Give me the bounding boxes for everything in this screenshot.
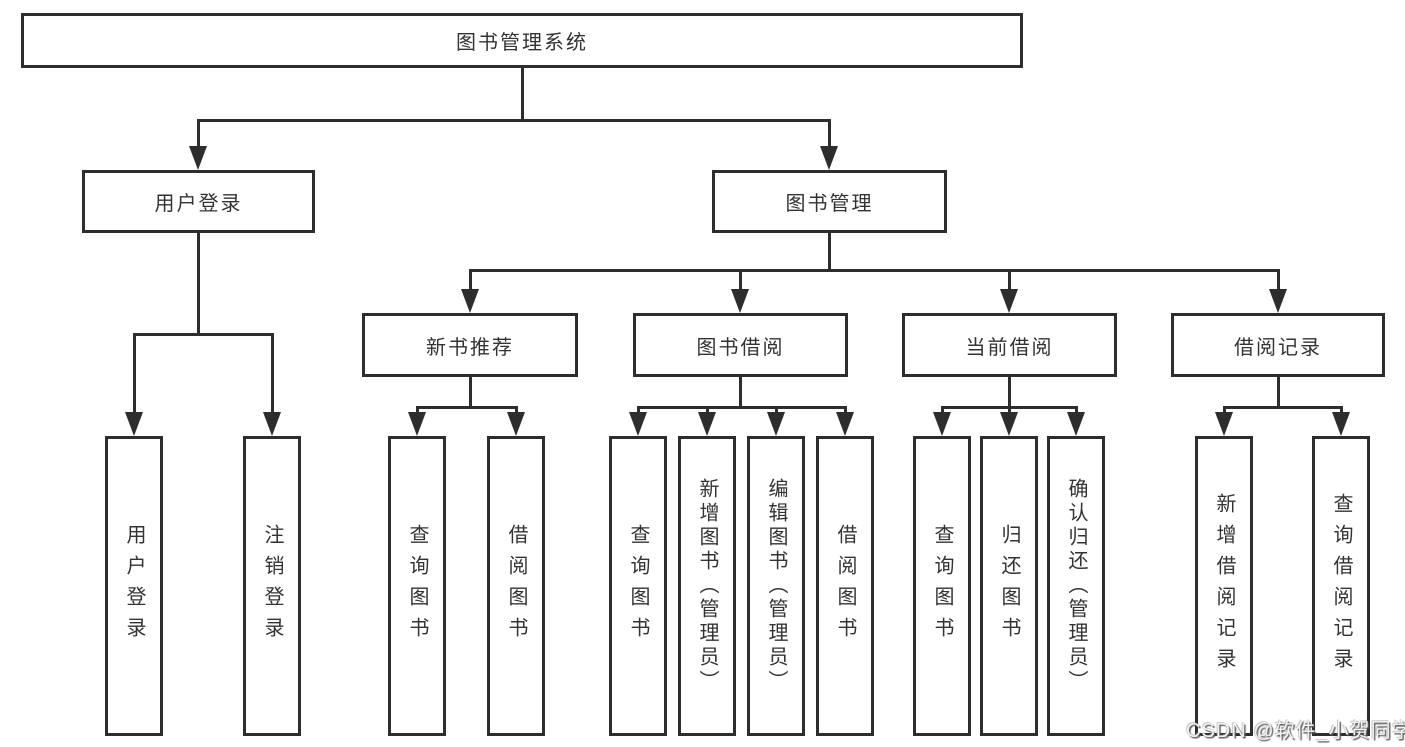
connector-new-book-split-arrow-1-icon: [507, 412, 525, 436]
connector-book-management-split-arrow-1-icon: [731, 289, 749, 313]
connector-book-borrowing-split-stem: [738, 377, 742, 409]
node-borrow-books-action: 借阅图书: [816, 436, 874, 736]
connector-current-borrowing-split-arrow-1-icon: [1000, 412, 1018, 436]
connector-current-borrowing-split-branch-2: [1074, 407, 1078, 414]
connector-new-book-split-bus: [415, 405, 518, 409]
connector-book-management-split-arrow-0-icon: [461, 289, 479, 313]
node-borrowing-records: 借阅记录: [1171, 313, 1385, 377]
connector-root-split-arrow-0-icon: [189, 146, 207, 170]
connector-new-book-split-branch-0: [415, 407, 419, 414]
connector-root-split-branch-1: [827, 120, 831, 148]
connector-root-split-arrow-1-icon: [820, 146, 838, 170]
node-book-management: 图书管理: [712, 170, 947, 233]
node-new-book-recommend: 新书推荐: [362, 313, 578, 377]
connector-book-management-split-arrow-2-icon: [1000, 289, 1018, 313]
connector-user-login-split-arrow-1-icon: [263, 412, 281, 436]
connector-new-book-split-stem: [468, 377, 472, 409]
connector-book-management-split-branch-0: [468, 270, 472, 291]
connector-book-borrowing-split-arrow-2-icon: [767, 412, 785, 436]
connector-book-borrowing-split-bus: [636, 405, 847, 409]
connector-borrowing-records-split-branch-1: [1339, 407, 1343, 414]
connector-book-borrowing-split-branch-3: [843, 407, 847, 414]
connector-root-split-bus: [196, 118, 831, 122]
connector-book-management-split-arrow-3-icon: [1269, 289, 1287, 313]
node-query-books-current: 查询图书: [913, 436, 971, 736]
connector-book-borrowing-split-branch-2: [774, 407, 778, 414]
connector-user-login-split-branch-1: [270, 334, 274, 414]
node-library-system: 图书管理系统: [21, 13, 1023, 68]
node-borrow-books-recommend: 借阅图书: [487, 436, 545, 736]
connector-current-borrowing-split-arrow-2-icon: [1067, 412, 1085, 436]
connector-book-management-split-branch-1: [738, 270, 742, 291]
node-edit-books-admin: 编辑图书（管理员）: [747, 436, 805, 736]
connector-new-book-split-branch-1: [514, 407, 518, 414]
connector-user-login-split-arrow-0-icon: [125, 412, 143, 436]
node-user-login-action: 用户登录: [105, 436, 163, 736]
connector-borrowing-records-split-arrow-1-icon: [1332, 412, 1350, 436]
connector-borrowing-records-split-stem: [1276, 377, 1280, 409]
connector-book-borrowing-split-arrow-3-icon: [836, 412, 854, 436]
connector-current-borrowing-split-branch-1: [1007, 407, 1011, 414]
connector-root-split-branch-0: [196, 120, 200, 148]
connector-book-management-split-stem: [827, 233, 831, 272]
connector-root-split-stem: [520, 68, 524, 122]
node-return-books: 归还图书: [980, 436, 1038, 736]
node-query-books-recommend: 查询图书: [388, 436, 446, 736]
node-query-borrow-record: 查询借阅记录: [1312, 436, 1370, 736]
node-add-borrow-record: 新增借阅记录: [1195, 436, 1253, 736]
node-logout-action: 注销登录: [243, 436, 301, 736]
connector-book-management-split-branch-3: [1276, 270, 1280, 291]
connector-current-borrowing-split-stem: [1007, 377, 1011, 409]
node-query-books-borrowing: 查询图书: [609, 436, 667, 736]
connector-new-book-split-arrow-0-icon: [408, 412, 426, 436]
connector-user-login-split-bus: [132, 332, 274, 336]
node-current-borrowing: 当前借阅: [902, 313, 1117, 377]
connector-user-login-split-branch-0: [132, 334, 136, 414]
connector-current-borrowing-split-arrow-0-icon: [933, 412, 951, 436]
connector-borrowing-records-split-arrow-0-icon: [1215, 412, 1233, 436]
connector-borrowing-records-split-bus: [1222, 405, 1343, 409]
node-user-login-group: 用户登录: [82, 170, 315, 233]
csdn-watermark: CSDN @软件_小贺同学: [1186, 720, 1405, 742]
connector-book-borrowing-split-arrow-1-icon: [698, 412, 716, 436]
connector-book-borrowing-split-arrow-0-icon: [629, 412, 647, 436]
node-confirm-return-admin: 确认归还（管理员）: [1047, 436, 1105, 736]
node-book-borrowing: 图书借阅: [633, 313, 848, 377]
connector-book-borrowing-split-branch-1: [705, 407, 709, 414]
connector-book-management-split-bus: [468, 268, 1280, 272]
connector-book-borrowing-split-branch-0: [636, 407, 640, 414]
connector-book-management-split-branch-2: [1007, 270, 1011, 291]
connector-borrowing-records-split-branch-0: [1222, 407, 1226, 414]
node-add-books-admin: 新增图书（管理员）: [678, 436, 736, 736]
connector-user-login-split-stem: [196, 233, 200, 336]
connector-current-borrowing-split-branch-0: [940, 407, 944, 414]
